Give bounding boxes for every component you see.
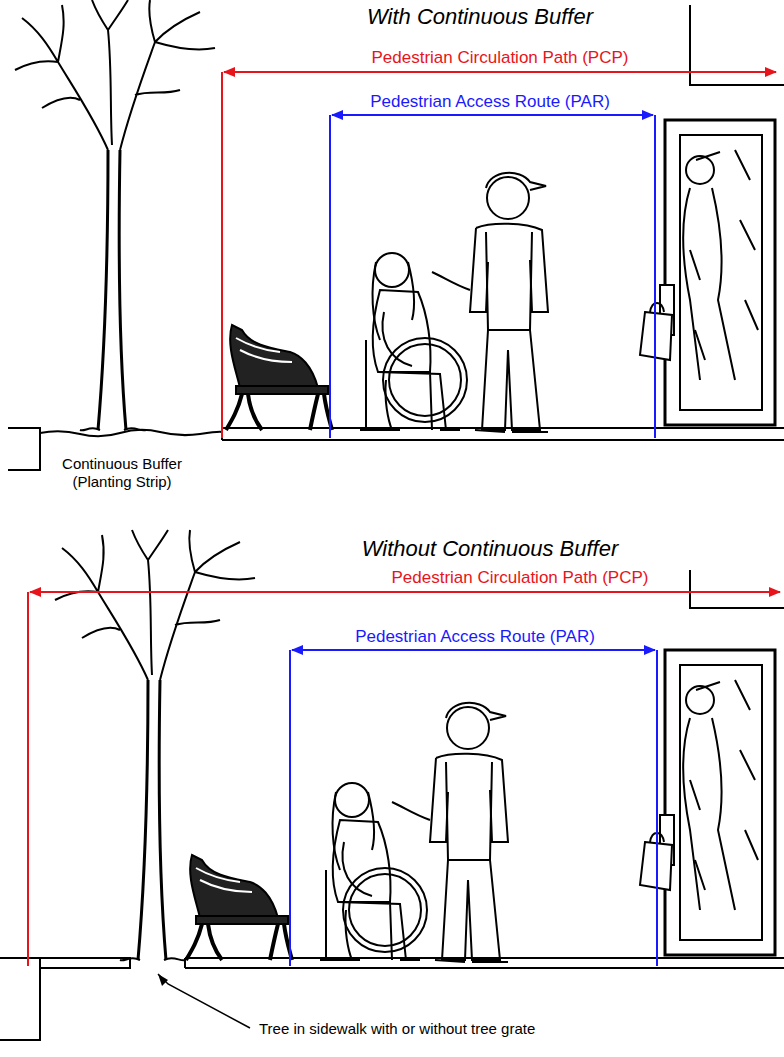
leader-arrowhead — [158, 974, 168, 986]
shop-door — [640, 650, 775, 955]
pcp-label: Pedestrian Circulation Path (PCP) — [388, 568, 651, 588]
pcp-label: Pedestrian Circulation Path (PCP) — [368, 48, 631, 68]
building-wall — [690, 570, 784, 608]
par-dimension — [292, 649, 655, 651]
tree-figure — [15, 0, 215, 430]
bench-and-people — [226, 173, 548, 432]
par-extent-line — [289, 650, 291, 966]
par-label: Pedestrian Access Route (PAR) — [352, 627, 598, 647]
pcp-extent-line — [27, 592, 29, 966]
par-extent-line — [329, 115, 331, 438]
bench-and-people — [186, 703, 508, 962]
pcp-extent-line — [221, 72, 223, 438]
curb — [0, 958, 40, 1040]
pcp-dimension — [224, 71, 776, 73]
par-label: Pedestrian Access Route (PAR) — [367, 92, 613, 112]
par-extent-line — [654, 115, 656, 438]
buffer-label: Continuous Buffer (Planting Strip) — [44, 455, 200, 491]
leader-line — [158, 974, 250, 1028]
par-dimension — [332, 114, 653, 116]
sidewalk — [40, 958, 130, 968]
tree-note: Tree in sidewalk with or without tree gr… — [256, 1020, 538, 1038]
planting-strip — [40, 430, 222, 437]
par-extent-line — [656, 650, 658, 966]
panel-heading: With Continuous Buffer — [364, 4, 596, 30]
pcp-dimension — [30, 591, 780, 593]
panel-heading: Without Continuous Buffer — [359, 536, 622, 562]
curb — [8, 428, 40, 470]
shop-door — [640, 120, 775, 425]
